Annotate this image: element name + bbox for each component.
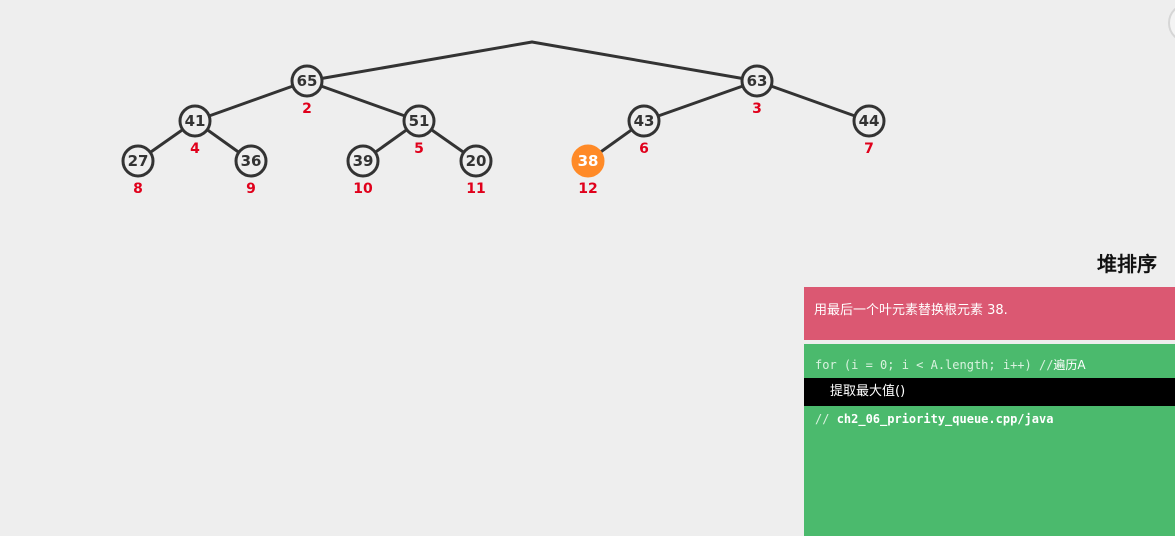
heap-node-value: 43: [634, 112, 655, 130]
heap-node-value: 44: [859, 112, 880, 130]
pseudocode-panel: for (i = 0; i < A.length; i++) //遍历A 提取最…: [804, 344, 1175, 536]
heap-node-circle: [571, 144, 605, 178]
code-comment-prefix: //: [815, 412, 837, 426]
heap-node[interactable]: 65 2: [290, 64, 324, 117]
heap-node-index: 6: [639, 141, 649, 157]
heap-node-circle: [234, 144, 268, 178]
tree-edge: [305, 40, 534, 83]
heap-node-index: 3: [752, 101, 762, 117]
heap-node-circle: [627, 104, 661, 138]
tree-edge: [193, 79, 309, 123]
heap-node-value: 38: [578, 152, 599, 170]
heap-node[interactable]: 51 5: [402, 104, 436, 157]
tree-edge: [530, 40, 759, 83]
heap-node-value: 51: [409, 112, 430, 130]
heap-node-value: 39: [353, 152, 374, 170]
heap-node[interactable]: 41 4: [178, 104, 212, 157]
heap-node-circle: [459, 144, 493, 178]
tree-edge: [755, 79, 871, 123]
code-line-loop-comment: 遍历A: [1053, 358, 1086, 372]
heap-node-value: 36: [241, 152, 262, 170]
heap-node-value: 63: [747, 72, 768, 90]
heap-node-circle: [121, 144, 155, 178]
source-file-name: ch2_06_priority_queue.cpp/java: [836, 412, 1054, 426]
code-line-extract-max: 提取最大值(): [804, 378, 1175, 406]
heap-node-index: 12: [578, 181, 597, 197]
heap-node-index: 5: [414, 141, 424, 157]
heap-node-circle: [740, 64, 774, 98]
code-line-loop: for (i = 0; i < A.length; i++) //遍历A: [804, 351, 1175, 379]
code-line-loop-code: for (i = 0; i < A.length; i++) //: [815, 358, 1054, 372]
tree-edge: [305, 79, 421, 123]
heap-node[interactable]: 36 9: [234, 144, 268, 197]
heap-node-value: 27: [128, 152, 149, 170]
heap-node-value: 20: [466, 152, 487, 170]
heap-node-index: 4: [190, 141, 200, 157]
heap-node-index: 9: [246, 181, 256, 197]
heap-node-index: 8: [133, 181, 143, 197]
tree-edge: [642, 79, 759, 123]
heap-node[interactable]: 63 3: [740, 64, 774, 117]
heap-node-circle: [290, 64, 324, 98]
heap-node-index: 11: [466, 181, 485, 197]
code-line-source-file: // ch2_06_priority_queue.cpp/java: [804, 405, 1175, 433]
heap-node[interactable]: 27 8: [121, 144, 155, 197]
heap-node[interactable]: 39 10: [346, 144, 380, 197]
page-title: 堆排序: [1097, 252, 1157, 276]
heap-node[interactable]: 44 7: [852, 104, 886, 157]
heap-node[interactable]: 38 12: [571, 144, 605, 197]
heap-node-circle: [178, 104, 212, 138]
heap-node-value: 41: [185, 112, 206, 130]
heap-node-index: 7: [864, 141, 874, 157]
heap-node-index: 2: [302, 101, 312, 117]
heap-node[interactable]: 43 6: [627, 104, 661, 157]
heap-node-index: 10: [353, 181, 373, 197]
heap-node-circle: [346, 144, 380, 178]
status-message: 用最后一个叶元素替换根元素 38.: [804, 287, 1175, 340]
heap-node-value: 65: [297, 72, 318, 90]
heap-node-circle: [402, 104, 436, 138]
heap-node-circle: [852, 104, 886, 138]
